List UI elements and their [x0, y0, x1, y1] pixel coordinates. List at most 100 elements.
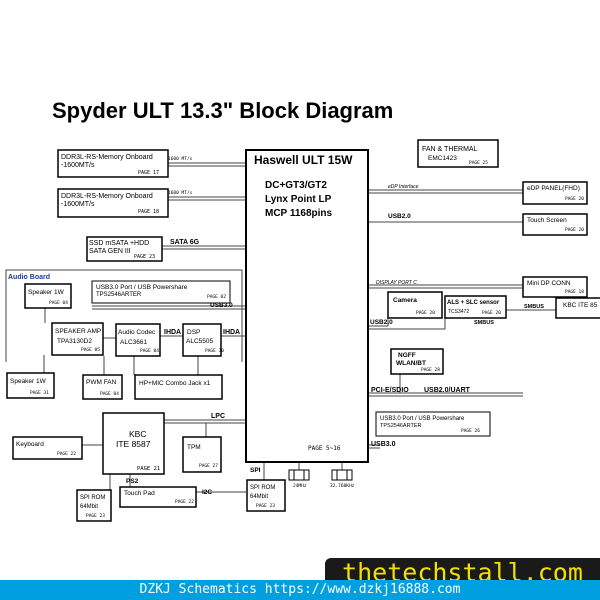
spi-mid-page: PAGE 23 — [256, 503, 275, 509]
dsp-line1: DSP — [187, 329, 200, 336]
ddr1-line2: -1600MT/s — [61, 162, 95, 169]
spi-mid-block: SPI ROM 64Mbit PAGE 23 — [246, 479, 286, 512]
dsp-page: PAGE 30 — [205, 348, 224, 354]
keyboard-page: PAGE 22 — [57, 451, 76, 457]
pwm-fan-block: PWM FAN PAGE 04 — [82, 374, 123, 400]
kbc-line1: KBC — [129, 429, 146, 439]
minidp-block: Mini DP CONN PAGE 18 — [522, 276, 588, 298]
usb3-bot-page: PAGE 26 — [461, 428, 480, 434]
page-title: Spyder ULT 13.3" Block Diagram — [52, 98, 393, 123]
pwm-fan-page: PAGE 04 — [100, 391, 119, 397]
audio-board-label: Audio Board — [8, 274, 50, 281]
ddr-block-1: DDR3L-RS-Memory Onboard -1600MT/s PAGE 1… — [57, 149, 169, 178]
smbus-right-label: SMBUS — [524, 304, 544, 310]
spi-left-page: PAGE 23 — [86, 513, 105, 519]
touchpad-block: Touch Pad PAGE 22 — [119, 486, 197, 508]
spi-label: SPI — [250, 467, 261, 474]
edp-panel-block: eDP PANEL(FHD) PAGE 20 — [522, 181, 588, 205]
speaker-top-block: Speaker 1W PAGE 04 — [24, 283, 72, 309]
connection-lines — [5, 162, 556, 493]
tpm-page: PAGE 27 — [199, 463, 218, 469]
kbc-right-block: KBC ITE 85 — [555, 297, 600, 319]
speaker-amp-page: PAGE 05 — [81, 347, 100, 353]
combo-jack-block: HP+MIC Combo Jack x1 — [134, 374, 223, 400]
usb30-top-label: USB3.0 — [210, 302, 233, 309]
als-page: PAGE 20 — [482, 310, 501, 316]
pwm-fan-label: PWM FAN — [86, 379, 117, 386]
keyboard-label: Keyboard — [16, 441, 44, 448]
als-line2: TCS3472 — [448, 309, 469, 315]
ssd-line2: SATA GEN III — [89, 248, 131, 255]
usb20-left-label: USB2.0 — [370, 319, 393, 326]
ps2-label: PS2 — [126, 478, 139, 485]
audio-codec-page: PAGE 04 — [140, 348, 159, 354]
ddr-block-2: DDR3L-RS-Memory Onboard -1600MT/s PAGE 1… — [57, 188, 169, 218]
touchscreen-page: PAGE 20 — [565, 227, 584, 233]
minidp-label: Mini DP CONN — [527, 280, 571, 287]
audio-codec-line2: ALC3661 — [120, 339, 147, 346]
kbc-line2: ITE 8587 — [116, 439, 151, 449]
ddr1-page: PAGE 17 — [138, 170, 159, 176]
camera-page: PAGE 20 — [416, 310, 435, 316]
edp-interface-label: eDP Interface — [388, 184, 419, 190]
usb3-bot-line1: USB3.0 Port / USB Powershare — [380, 416, 465, 422]
keyboard-block: Keyboard PAGE 22 — [12, 436, 83, 460]
xtal2-label: 32.768KHz — [330, 483, 355, 489]
usb3-top-page: PAGE 02 — [207, 294, 226, 300]
dsp-line2: ALC5505 — [186, 338, 213, 345]
pcie-label: PCI-E/SDIO — [371, 387, 409, 394]
speaker-bot-block: Speaker 1W PAGE 31 — [6, 372, 55, 399]
camera-block: Camera PAGE 20 — [387, 291, 443, 319]
ddr2-page: PAGE 18 — [138, 209, 159, 215]
crystal-24mhz: 24MHz — [288, 469, 310, 489]
cpu-page: PAGE 5~16 — [308, 445, 341, 452]
sata-label: SATA 6G — [170, 239, 200, 246]
ddr2-line2: -1600MT/s — [61, 201, 95, 208]
als-sensor-block: ALS + SLC sensor TCS3472 PAGE 20 — [444, 295, 507, 319]
usb3-block-bottom: USB3.0 Port / USB Powershare TPS2546ARTE… — [375, 411, 491, 437]
kbc-right-label: KBC ITE 85 — [563, 302, 598, 309]
cpu-line3: MCP 1168pins — [265, 208, 333, 219]
speaker-bot-label: Speaker 1W — [10, 378, 47, 385]
spi-left-block: SPI ROM 64Mbit PAGE 23 — [76, 489, 112, 522]
lpc-label: LPC — [211, 413, 225, 420]
usb3-block-top: USB3.0 Port / USB Powershare TPS2546ARTE… — [91, 280, 231, 304]
spi-mid-line2: 64Mbit — [250, 494, 268, 500]
ssd-block: SSD mSATA +HDD SATA GEN III PAGE 23 — [86, 236, 163, 262]
spi-left-line1: SPI ROM — [80, 495, 105, 501]
ihda-right-label: IHDA — [223, 329, 240, 336]
ngff-line1: NGFF — [398, 352, 416, 359]
usb3-top-line2: TPS2546ARTER — [96, 292, 142, 298]
fan-thermal-block: FAN & THERMAL EMC1423 PAGE 25 — [417, 139, 499, 168]
xtal1-label: 24MHz — [293, 483, 307, 489]
ngff-page: PAGE 28 — [421, 367, 440, 373]
ssd-line1: SSD mSATA +HDD — [89, 240, 149, 247]
ddr2-line1: DDR3L-RS-Memory Onboard — [61, 193, 153, 200]
audio-codec-block: Audio Codec ALC3661 PAGE 04 — [115, 323, 161, 357]
touchpad-label: Touch Pad — [124, 490, 155, 497]
usb20-right-label: USB2.0 — [388, 213, 411, 220]
usb3-bot-line2: TPS2546ARTER — [380, 423, 422, 429]
speaker-top-page: PAGE 04 — [49, 300, 68, 306]
ddr-speed-1: 1600 MT/s — [168, 156, 193, 162]
kbc-page: PAGE 21 — [137, 466, 160, 472]
ihda-left-label: IHDA — [164, 329, 181, 336]
speaker-amp-line1: SPEAKER AMP — [55, 328, 101, 335]
crystal-32khz: 32.768KHz — [330, 469, 355, 489]
cpu-line1: DC+GT3/GT2 — [265, 180, 327, 191]
speaker-amp-block: SPEAKER AMP TPA3130D2 PAGE 05 — [51, 322, 104, 356]
minidp-page: PAGE 18 — [565, 289, 584, 295]
usb3-top-line1: USB3.0 Port / USB Powershare — [96, 284, 188, 291]
smbus-mid-label: SMBUS — [474, 320, 494, 326]
edp-page: PAGE 20 — [565, 196, 584, 202]
speaker-top-label: Speaker 1W — [28, 289, 65, 296]
ddr-speed-2: 1600 MT/s — [168, 190, 193, 196]
ngff-line2: WLAN/BT — [396, 360, 426, 367]
touchscreen-block: Touch Screen PAGE 20 — [522, 213, 588, 236]
cpu-line2: Lynx Point LP — [265, 194, 332, 205]
speaker-amp-line2: TPA3130D2 — [57, 338, 92, 345]
fan-line2: EMC1423 — [428, 155, 457, 162]
ddr1-line1: DDR3L-RS-Memory Onboard — [61, 154, 153, 161]
i2c-label: I2C — [202, 489, 212, 496]
